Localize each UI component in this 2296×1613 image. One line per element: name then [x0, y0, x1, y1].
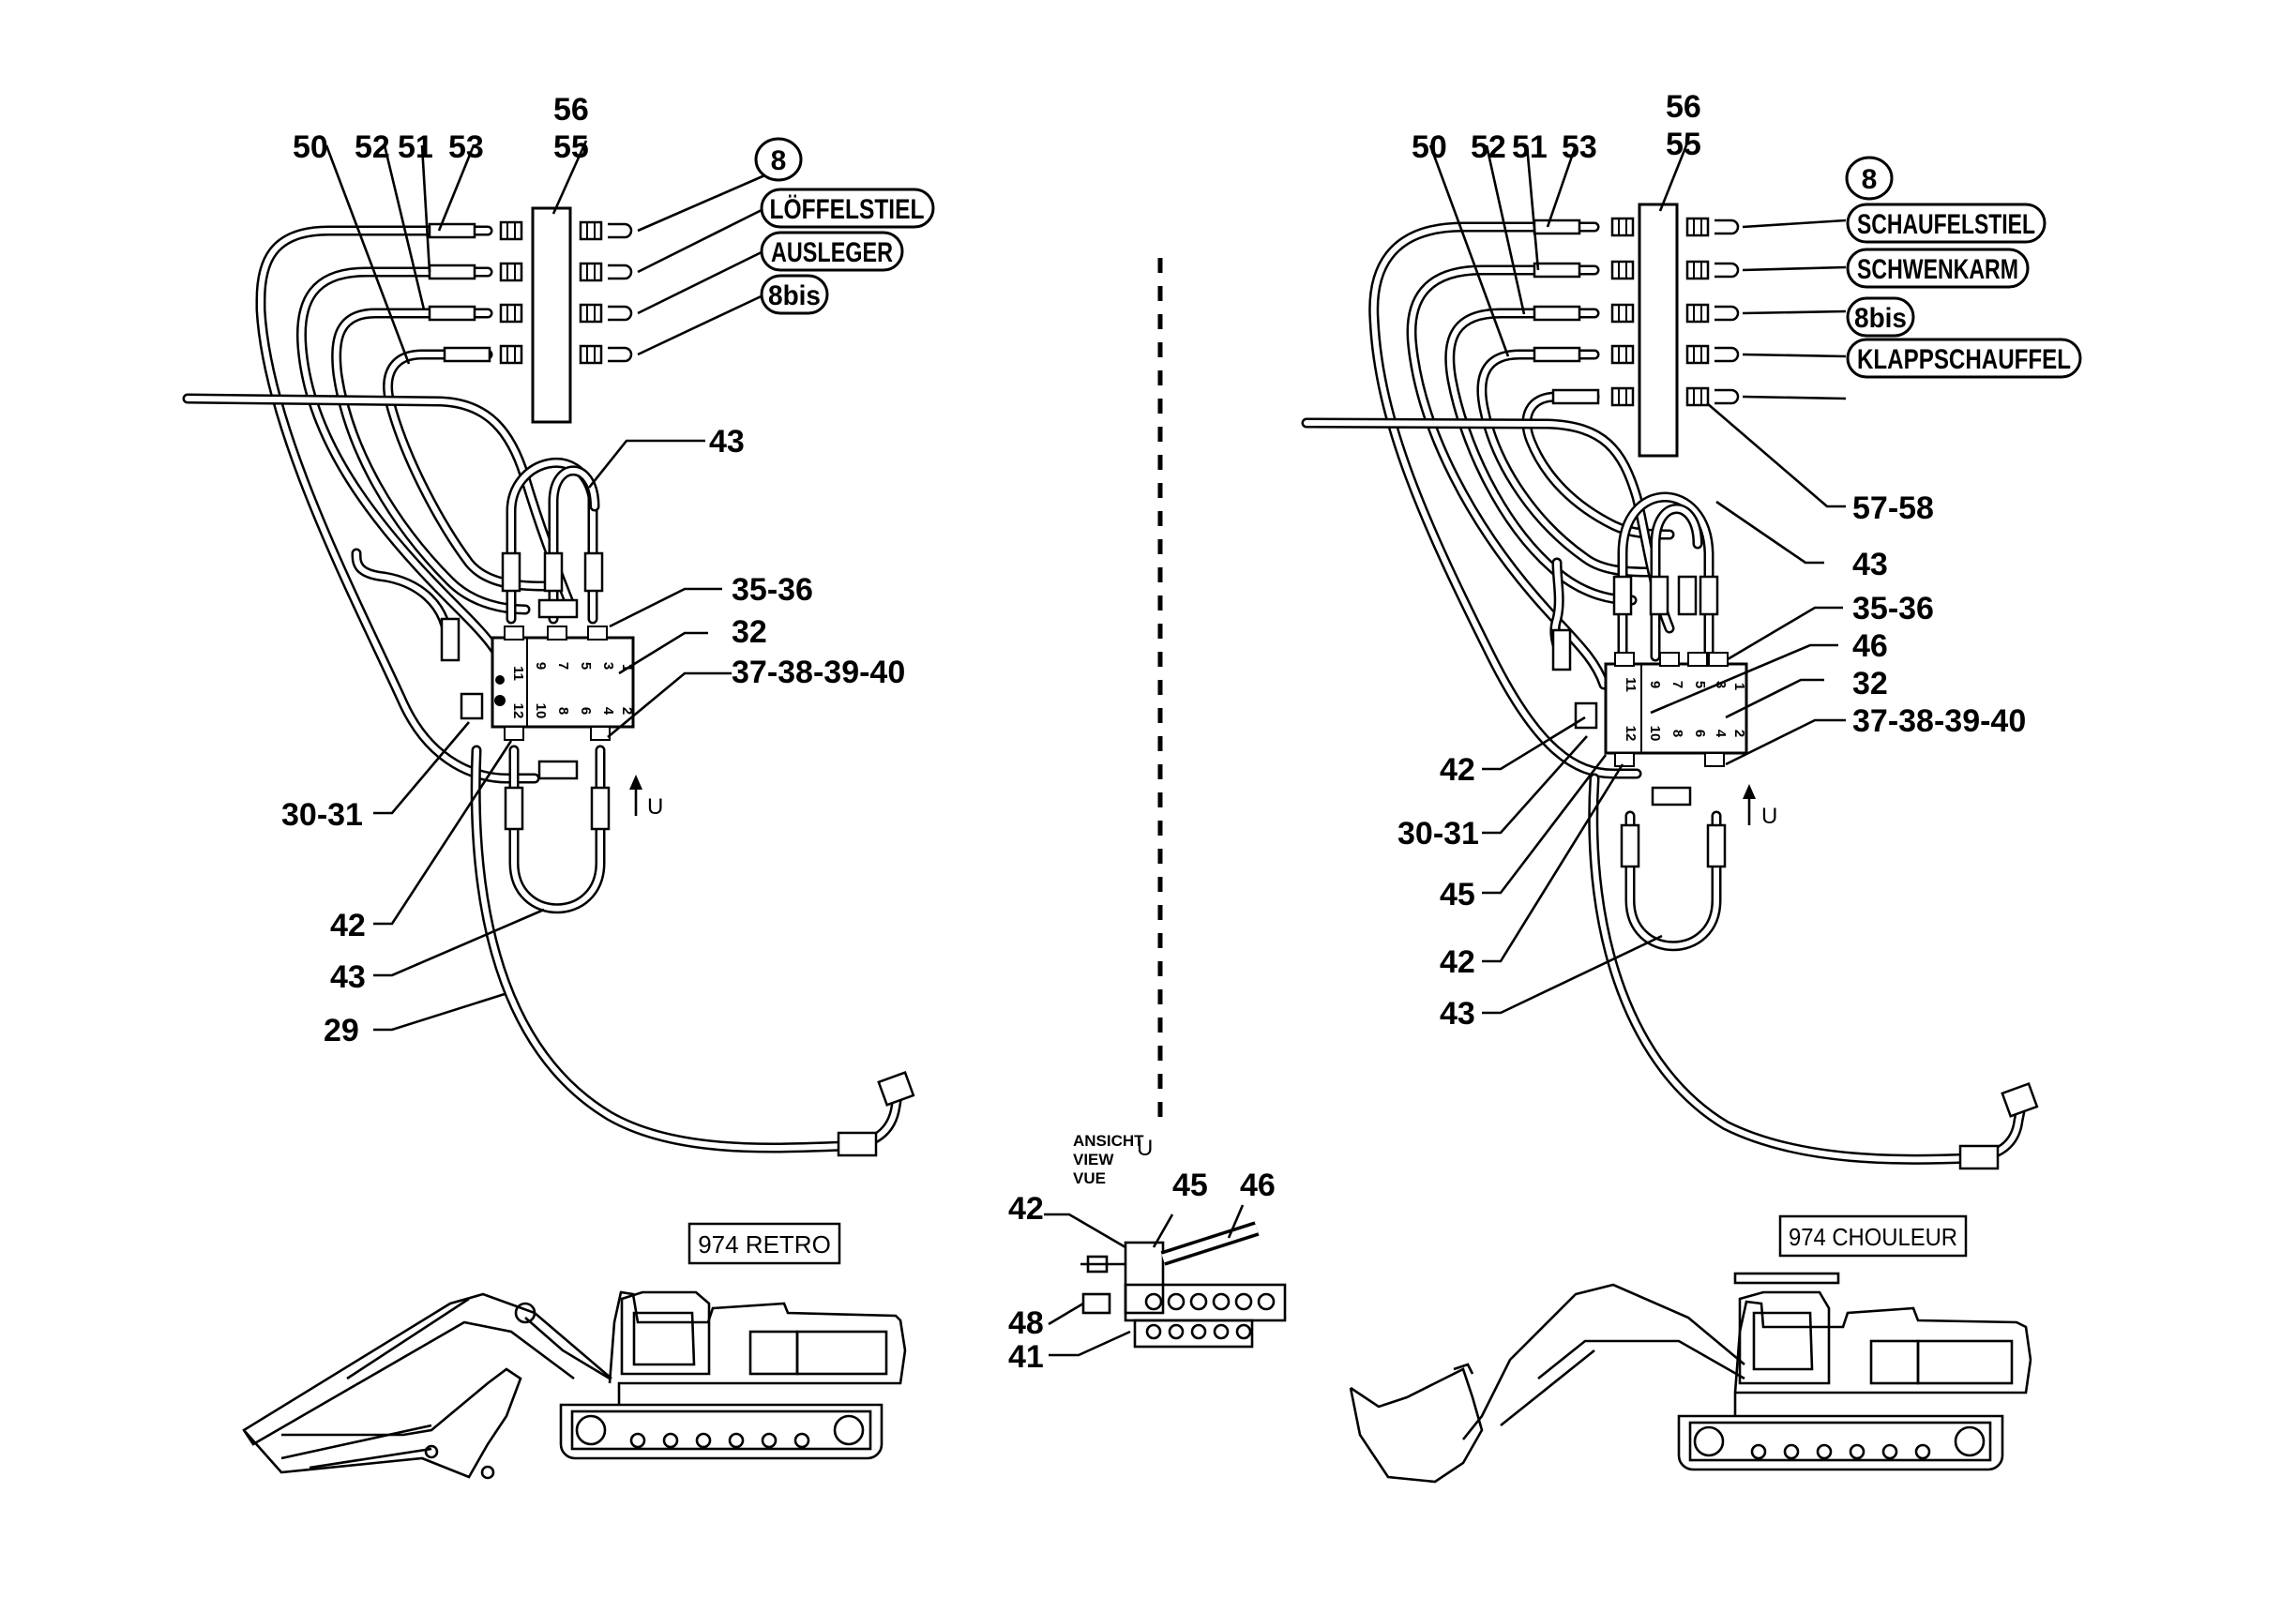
left-label-50: 50: [293, 129, 328, 165]
right-label-42-bottom: 42: [1440, 944, 1475, 980]
right-port-10: 10: [1647, 726, 1663, 742]
right-label-43-bottom: 43: [1440, 996, 1475, 1032]
right-valve-block: 11 9 7 5 3 1 12 10 8 6 4 2: [1574, 652, 2039, 1170]
left-port-2: 2: [619, 707, 635, 715]
left-tags: 8 LÖFFELSTIEL AUSLEGER 8bis: [754, 137, 935, 315]
view-label-45: 45: [1172, 1168, 1208, 1203]
view-u-detail: ANSICHT VIEW VUE U 45 46 42 48 41: [1008, 1132, 1287, 1375]
right-model-label: 974 CHOULEUR: [1789, 1223, 1957, 1251]
right-tag-klappschauffel: KLAPPSCHAUFFEL: [1857, 344, 2071, 375]
left-manifold: [531, 206, 572, 424]
left-port-6: 6: [578, 707, 594, 715]
right-port-1: 1: [1731, 683, 1747, 690]
view-label-41: 41: [1008, 1339, 1044, 1375]
view-label-view: VIEW: [1073, 1151, 1114, 1168]
right-panel: 11 9 7 5 3 1 12 10 8 6 4 2: [1301, 89, 2082, 1484]
right-label-46: 46: [1852, 628, 1888, 664]
left-port-8: 8: [555, 707, 571, 715]
view-label-42: 42: [1008, 1191, 1044, 1227]
view-label-vue: VUE: [1073, 1169, 1106, 1187]
right-port-5: 5: [1692, 681, 1708, 688]
left-tag-8bis: 8bis: [768, 280, 821, 311]
left-port-12: 12: [510, 703, 526, 719]
right-tag-schwenkarm: SCHWENKARM: [1857, 254, 2018, 285]
right-label-35-36: 35-36: [1852, 591, 1934, 626]
right-label-55: 55: [1666, 127, 1701, 162]
left-label-51: 51: [398, 129, 433, 165]
left-labels: 56 55 50 52 51 53 43 35-36 32 37-38-39-4…: [281, 92, 905, 1048]
right-hoses: [1301, 221, 2030, 1165]
left-label-29: 29: [324, 1013, 359, 1048]
view-label-46: 46: [1240, 1168, 1276, 1203]
left-label-30-31: 30-31: [281, 797, 363, 833]
right-port-2: 2: [1731, 730, 1747, 737]
left-model-label: 974 RETRO: [698, 1230, 831, 1259]
right-tag-schaufelstiel: SCHAUFELSTIEL: [1857, 209, 2035, 240]
left-view-arrow: U: [629, 775, 663, 820]
left-port-11: 11: [510, 666, 526, 681]
right-port-9: 9: [1647, 681, 1663, 688]
left-port-7: 7: [555, 662, 571, 670]
left-label-37-40: 37-38-39-40: [732, 655, 905, 690]
left-panel: 11 9 7 5 3 1 12 10 8 6 4 2: [182, 92, 935, 1480]
left-port-10: 10: [533, 703, 549, 719]
right-label-32: 32: [1852, 666, 1888, 701]
right-label-42-top: 42: [1440, 752, 1475, 788]
left-label-32: 32: [732, 614, 767, 650]
right-tags: 8 SCHAUFELSTIEL SCHWENKARM 8bis KLAPPSCH…: [1845, 156, 2082, 379]
right-tag-8bis: 8bis: [1854, 303, 1907, 334]
view-label-ansicht: ANSICHT: [1073, 1132, 1144, 1150]
right-excavator-illustration: [1349, 1272, 2032, 1484]
right-label-43-top: 43: [1852, 547, 1888, 582]
left-tag-8: 8: [771, 145, 787, 176]
left-port-3: 3: [600, 662, 616, 670]
left-tag-loeffelstiel: LÖFFELSTIEL: [770, 194, 925, 225]
view-label-48: 48: [1008, 1305, 1044, 1341]
left-excavator-illustration: [242, 1290, 907, 1480]
right-view-arrow: U: [1743, 784, 1777, 829]
right-manifold: [1638, 203, 1679, 458]
right-label-52: 52: [1471, 129, 1506, 165]
left-port-5: 5: [578, 662, 594, 670]
right-port-12: 12: [1623, 726, 1639, 742]
right-label-57-58: 57-58: [1852, 490, 1934, 526]
right-tag-8: 8: [1862, 164, 1878, 195]
left-leaders: [325, 140, 770, 1032]
view-label-letter: U: [1137, 1136, 1153, 1161]
left-label-42: 42: [330, 908, 366, 943]
right-port-4: 4: [1713, 730, 1729, 738]
right-label-51: 51: [1512, 129, 1548, 165]
left-label-43-bottom: 43: [330, 959, 366, 995]
left-port-4: 4: [600, 707, 616, 716]
left-label-53: 53: [448, 129, 484, 165]
right-port-7: 7: [1669, 681, 1685, 688]
left-valve-block: 11 9 7 5 3 1 12 10 8 6 4 2: [460, 626, 915, 1157]
right-port-3: 3: [1713, 681, 1729, 688]
left-label-43-top: 43: [709, 424, 745, 460]
left-label-56: 56: [553, 92, 589, 128]
right-label-45: 45: [1440, 877, 1475, 912]
right-labels: 56 55 50 52 51 53 57-58 43 35-36 46 32 3…: [1397, 89, 2026, 1032]
svg-text:U: U: [647, 794, 663, 820]
left-tag-ausleger: AUSLEGER: [771, 237, 893, 268]
right-label-56: 56: [1666, 89, 1701, 125]
left-label-55: 55: [553, 129, 589, 165]
right-label-30-31: 30-31: [1397, 816, 1479, 852]
right-leaders: [1428, 140, 1847, 1015]
left-port-9: 9: [533, 662, 549, 670]
right-port-11: 11: [1623, 677, 1639, 692]
right-label-37-40: 37-38-39-40: [1852, 703, 2026, 739]
right-label-53: 53: [1562, 129, 1597, 165]
right-port-6: 6: [1692, 730, 1708, 737]
left-label-52: 52: [355, 129, 390, 165]
left-label-35-36: 35-36: [732, 572, 813, 608]
svg-text:U: U: [1761, 804, 1777, 829]
right-label-50: 50: [1412, 129, 1447, 165]
right-port-8: 8: [1669, 730, 1685, 737]
